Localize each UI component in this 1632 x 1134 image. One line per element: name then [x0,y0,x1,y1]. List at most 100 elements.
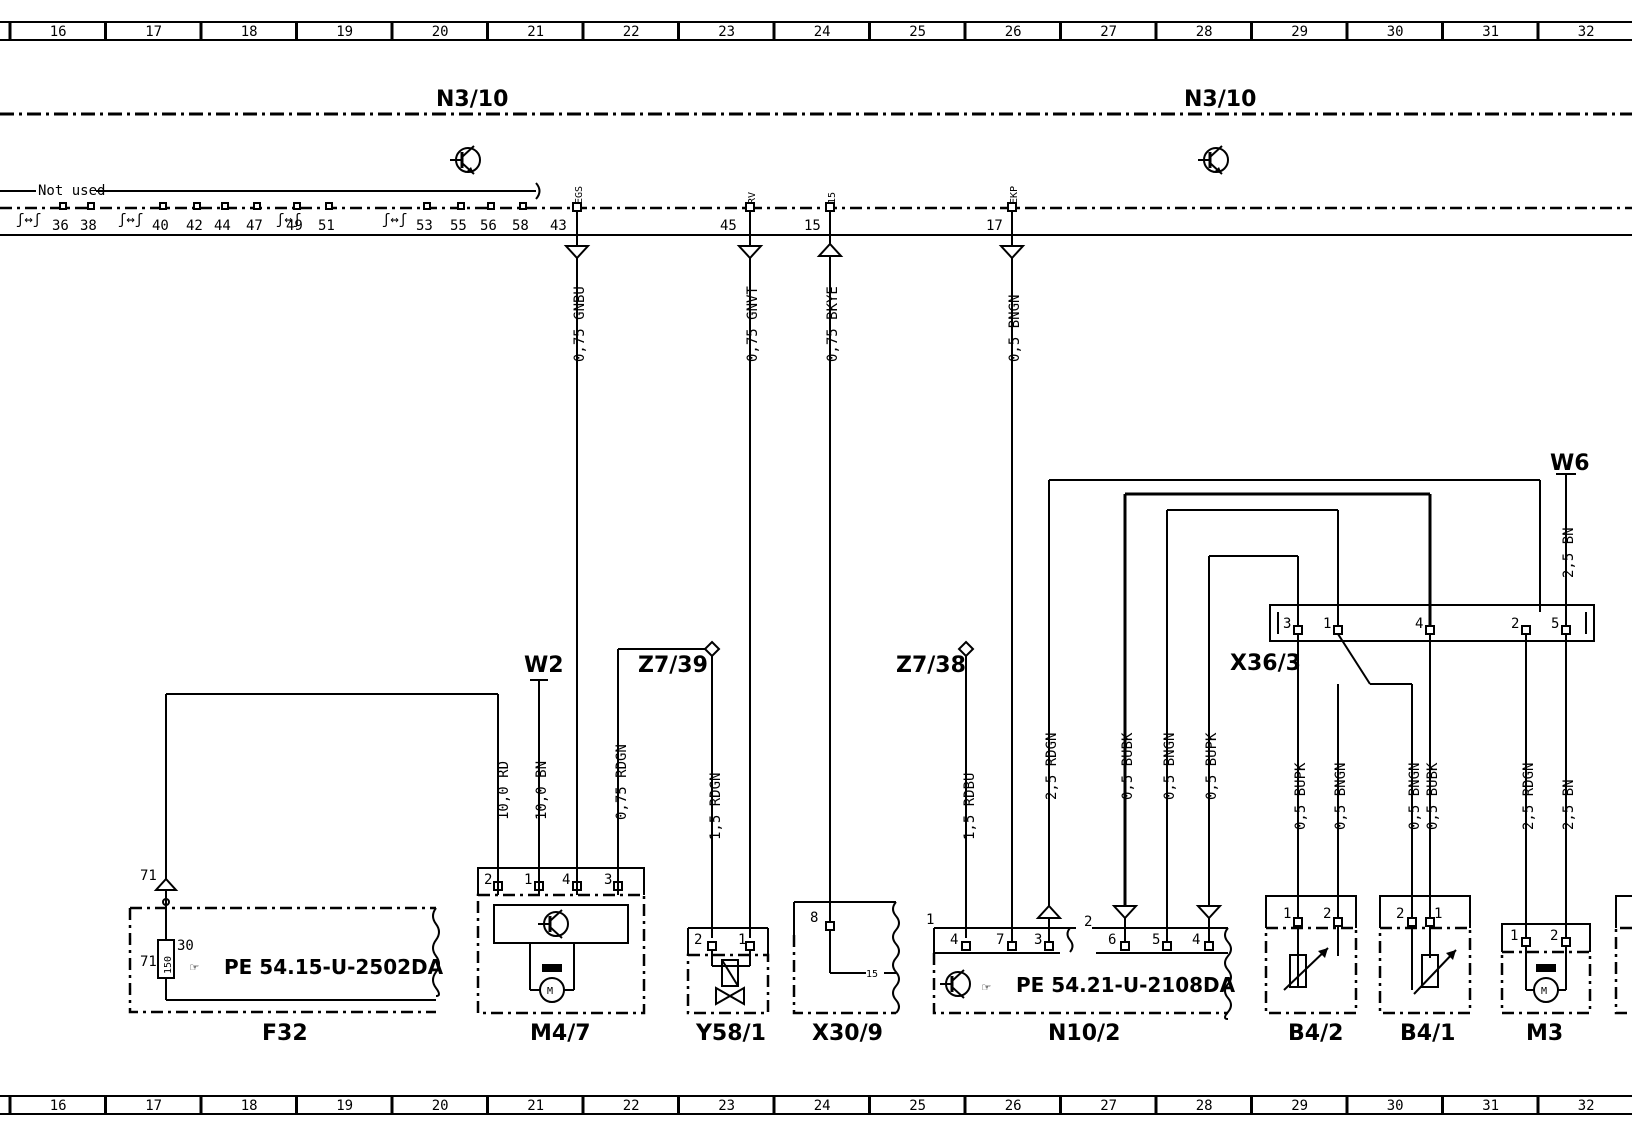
component-label: X30/9 [812,1021,883,1046]
grid-column-label: 31 [1482,24,1499,40]
grid-column-label: 19 [336,24,353,40]
wire-label: 10,0 RD [496,761,512,820]
component-y58-1: 2 1 Y58/1 [686,927,770,1046]
grid-column-label: 32 [1578,1098,1595,1114]
grid-column-label: 22 [623,24,640,40]
svg-text:43: 43 [550,218,567,234]
bridge-icon: ʃ↔ʃ [382,212,407,228]
pe-reference: PE 54.21-U-2108DA [1016,973,1236,997]
svg-text:2: 2 [1323,906,1331,922]
ground-label: W2 [524,653,564,678]
pin-17: 17 EKP 0,5 BNGN [986,186,1026,948]
pin-15: 15 15 0,75 BKYE [804,192,844,928]
wire-label: 0,5 BNGN [1162,733,1178,800]
wire-label: 0,5 BUBK [1425,762,1441,830]
unused-pin [293,202,301,210]
arrow-down-icon [563,245,591,260]
bridge-icon: ʃ↔ʃ [276,212,301,228]
grid-column-label: 27 [1100,24,1117,40]
unused-pin-label: 51 [318,218,335,234]
transistor-icon [940,969,971,999]
svg-text:15: 15 [827,192,838,204]
grid-column-label: 22 [623,1098,640,1114]
grid-column-label: 16 [50,1098,67,1114]
junction-z7-39: Z7/39 0,75 RDGN 1,5 RDGN [614,640,724,938]
component-label: M3 [1526,1021,1563,1046]
arrow-down-icon [1195,905,1223,920]
grid-column-label: 20 [432,24,449,40]
arrow-up-icon [153,877,179,891]
wire-label: 2,5 BN [1561,527,1577,578]
component-n10-2: 1 4 7 3 2 6 5 4 ☞ PE 54.21-U-2108DA N10/… [926,904,1236,1046]
svg-text:1: 1 [926,912,934,928]
grid-column-label: 24 [814,24,831,40]
svg-text:15: 15 [866,969,878,980]
unused-pin [159,202,167,210]
svg-text:M: M [547,986,553,997]
wire-label: 0,75 RDGN [614,744,630,820]
arrow-down-icon [998,245,1026,260]
wire-label: 2,5 RDGN [1044,733,1060,800]
arrow-down-icon [1111,905,1139,920]
svg-text:15: 15 [804,218,821,234]
grid-column-label: 25 [909,1098,926,1114]
grid-column-label: 18 [241,1098,258,1114]
grid-column-label: 31 [1482,1098,1499,1114]
grid-column-label: 29 [1291,1098,1308,1114]
grid-column-label: 23 [718,1098,735,1114]
valve-icon [721,959,739,987]
wire-label: 0,5 BNGN [1407,763,1423,830]
svg-text:17: 17 [986,218,1003,234]
svg-text:5: 5 [1551,616,1559,632]
unused-pin [193,202,201,210]
x36-3-lower-wiring: 0,5 BUPK 0,5 BNGN 0,5 BNGN 0,5 BUBK 2,5 … [1293,634,1577,938]
grid-column-label: 28 [1196,1098,1213,1114]
n10-2-wiring: 2,5 RDGN 0,5 BUBK 0,5 BNGN 0,5 BUPK [1044,479,1541,906]
grid-column-label: 28 [1196,24,1213,40]
svg-text:RV: RV [747,192,758,204]
svg-text:3: 3 [1283,616,1291,632]
svg-text:ʃ↔ʃ: ʃ↔ʃ [382,212,407,228]
control-unit-n3-10: N3/10 N3/10 Not used ʃ↔ʃ ʃ↔ʃ ʃ↔ʃ ʃ↔ʃ [0,87,1632,948]
grid-column-label: 26 [1005,24,1022,40]
grid-column-label: 17 [145,1098,162,1114]
pe-reference: PE 54.15-U-2502DA [224,955,444,979]
junction-z7-38: Z7/38 1,5 RDBU [896,640,978,938]
unused-pin [487,202,495,210]
wire-label: 2,5 RDGN [1521,763,1537,830]
fuse-rating: 150 [163,956,174,974]
grid-column-label: 20 [432,1098,449,1114]
wire-label: 10,0 BN [534,761,550,820]
unused-pin [253,202,261,210]
svg-text:1: 1 [524,872,532,888]
unused-pin [519,202,527,210]
unused-pin [457,202,465,210]
pin-43: 43 EGS 0,75 GNBU [550,186,591,880]
svg-text:1: 1 [1510,928,1518,944]
wire-label: 0,5 BUBK [1120,732,1136,800]
svg-text:45: 45 [720,218,737,234]
component-label: N10/2 [1048,1021,1120,1046]
svg-text:4: 4 [562,872,570,888]
svg-text:1: 1 [1434,906,1442,922]
unused-pin [325,202,333,210]
grid-column-label: 30 [1387,24,1404,40]
grid-column-label: 27 [1100,1098,1117,1114]
ground-w2: W2 10,0 BN [524,653,564,880]
svg-text:1: 1 [1323,616,1331,632]
not-used-label: Not used [38,183,105,199]
unit-name-left: N3/10 [436,87,508,112]
grid-column-label: 19 [336,1098,353,1114]
junction-label: Z7/39 [638,653,708,678]
grid-column-label: 23 [718,24,735,40]
connector-x36-3: 3 1 4 2 5 X36/3 [1230,604,1595,924]
svg-text:EKP: EKP [1009,186,1020,204]
svg-text:2: 2 [1511,616,1519,632]
svg-text:4: 4 [1192,932,1200,948]
grid-column-label: 30 [1387,1098,1404,1114]
unused-pin-label: 49 [286,218,303,234]
unused-pin-label: 56 [480,218,497,234]
grid-column-label: 21 [527,24,544,40]
